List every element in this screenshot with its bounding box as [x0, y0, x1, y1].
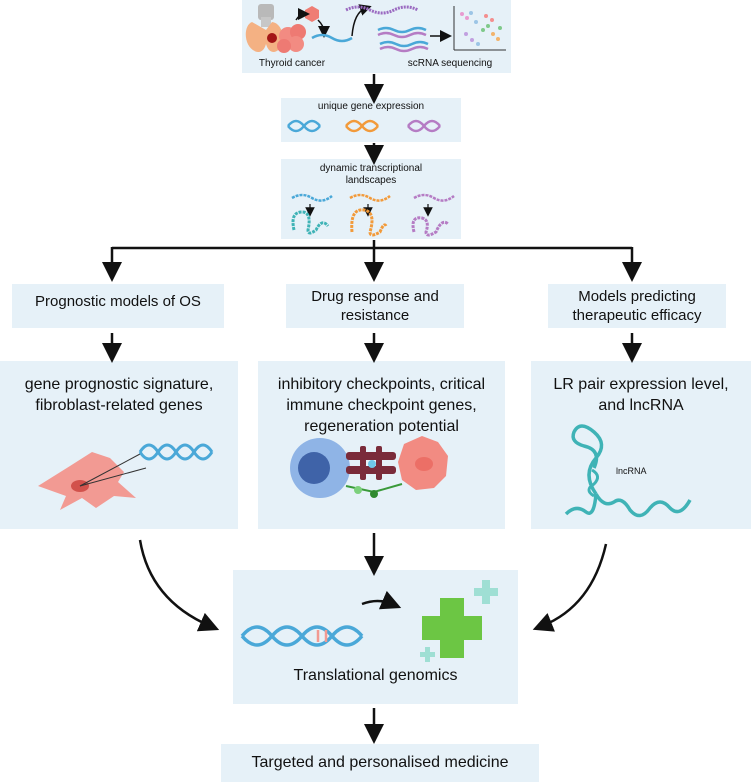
left-detail-line-2: fibroblast-related genes	[35, 397, 203, 414]
dynamic-landscapes-label-2: landscapes	[345, 175, 397, 186]
personalised-medicine-label: Targeted and personalised medicine	[251, 754, 509, 771]
rna-folding-icons	[291, 193, 455, 237]
prognostic-models-box	[12, 284, 224, 328]
umap-plot	[453, 6, 506, 51]
translational-genomics-label: Translational genomics	[293, 667, 458, 684]
left-detail-line-1: gene prognostic signature,	[24, 376, 214, 393]
therapeutic-efficacy-box	[548, 284, 726, 328]
middle-detail-line-2: immune checkpoint genes,	[286, 397, 477, 414]
fibroblast-icon	[38, 452, 147, 510]
right-detail-box	[531, 361, 751, 529]
lncrna-icon	[564, 424, 692, 518]
right-detail-line-2: and lncRNA	[598, 397, 684, 414]
middle-detail-box	[258, 361, 505, 529]
tumor-cells-icon	[277, 6, 330, 53]
sequencing-reads	[377, 26, 429, 53]
dynamic-landscapes-label-1: dynamic transcriptional	[319, 163, 423, 174]
middle-detail-line-1: inhibitory checkpoints, critical	[277, 376, 486, 393]
drug-response-box	[286, 284, 464, 328]
unique-gene-expression-label: unique gene expression	[317, 101, 425, 112]
therapeutic-efficacy-title-1: Models predicting	[578, 288, 696, 305]
rna-strand	[311, 33, 353, 43]
scrna-sequencing-label: scRNA sequencing	[407, 58, 493, 69]
personalised-medicine-box	[221, 744, 539, 782]
prognostic-models-title: Prognostic models of OS	[35, 293, 201, 310]
lncrna-tag: lncRNA	[616, 466, 647, 476]
therapeutic-efficacy-title-2: therapeutic efficacy	[572, 307, 702, 324]
immune-checkpoint-icon	[290, 436, 448, 498]
unique-gene-dna-icons	[287, 119, 441, 133]
left-detail-box	[0, 361, 238, 529]
middle-detail-line-3: regeneration potential	[304, 418, 459, 435]
drug-response-title-1: Drug response and	[311, 288, 439, 305]
thyroid-cancer-label: Thyroid cancer	[258, 58, 326, 69]
right-detail-line-1: LR pair expression level,	[553, 376, 729, 393]
dna-helix-bottom	[240, 625, 364, 647]
drug-response-title-2: resistance	[340, 307, 410, 324]
medical-cross-icon	[420, 580, 498, 662]
dna-helix-left	[138, 443, 214, 461]
